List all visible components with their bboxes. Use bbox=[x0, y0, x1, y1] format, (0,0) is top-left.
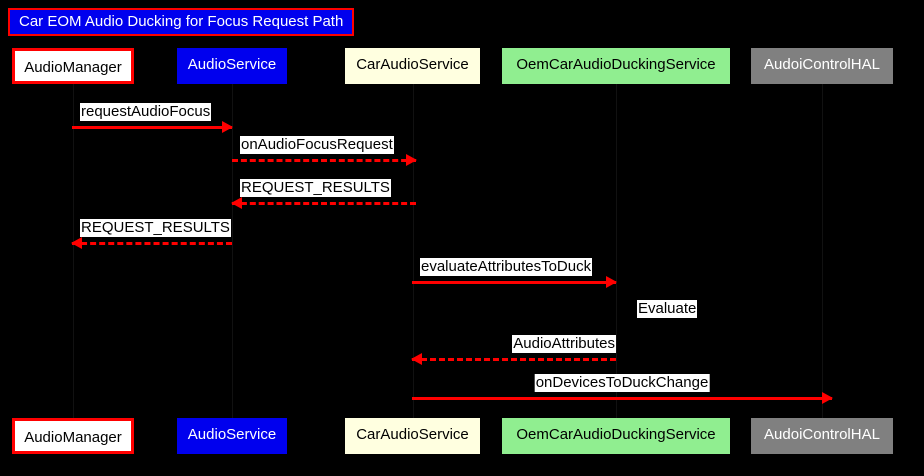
message-label: onDevicesToDuckChange bbox=[534, 374, 710, 392]
message-line bbox=[412, 397, 832, 400]
arrowhead-icon bbox=[231, 197, 242, 209]
message-label: AudioAttributes bbox=[512, 335, 616, 353]
message-label: REQUEST_RESULTS bbox=[240, 179, 391, 197]
participant-caraudioservice-top[interactable]: CarAudioService bbox=[345, 48, 480, 84]
message-line bbox=[72, 242, 232, 245]
message-label: requestAudioFocus bbox=[80, 103, 212, 121]
message-label: evaluateAttributesToDuck bbox=[420, 258, 593, 276]
arrowhead-icon bbox=[71, 237, 82, 249]
message-line bbox=[72, 126, 232, 129]
lifeline-caraudioservice bbox=[413, 84, 414, 418]
note-evaluate: Evaluate bbox=[637, 300, 698, 318]
participant-audoicontrolhal-bottom[interactable]: AudoiControlHAL bbox=[751, 418, 893, 454]
message-line bbox=[232, 202, 416, 205]
message-line bbox=[412, 281, 616, 284]
arrowhead-icon bbox=[222, 121, 233, 133]
participant-oemcaraudioduckingservice-top[interactable]: OemCarAudioDuckingService bbox=[502, 48, 730, 84]
message-line bbox=[412, 358, 616, 361]
message-label: REQUEST_RESULTS bbox=[80, 219, 231, 237]
participant-caraudioservice-bottom[interactable]: CarAudioService bbox=[345, 418, 480, 454]
arrowhead-icon bbox=[411, 353, 422, 365]
lifeline-oemcaraudioduckingservice bbox=[616, 84, 617, 418]
arrowhead-icon bbox=[606, 276, 617, 288]
arrowhead-icon bbox=[406, 154, 417, 166]
lifeline-audioservice bbox=[232, 84, 233, 418]
message-line bbox=[232, 159, 416, 162]
lifeline-audoicontrolhal bbox=[822, 84, 823, 418]
participant-audioservice-bottom[interactable]: AudioService bbox=[177, 418, 287, 454]
arrowhead-icon bbox=[822, 392, 833, 404]
participant-audioservice-top[interactable]: AudioService bbox=[177, 48, 287, 84]
participant-audiomanager-bottom[interactable]: AudioManager bbox=[12, 418, 134, 454]
participant-audoicontrolhal-top[interactable]: AudoiControlHAL bbox=[751, 48, 893, 84]
message-label: onAudioFocusRequest bbox=[240, 136, 394, 154]
diagram-title: Car EOM Audio Ducking for Focus Request … bbox=[8, 8, 355, 36]
lifeline-audiomanager bbox=[73, 84, 74, 418]
participant-audiomanager-top[interactable]: AudioManager bbox=[12, 48, 134, 84]
participant-oemcaraudioduckingservice-bottom[interactable]: OemCarAudioDuckingService bbox=[502, 418, 730, 454]
